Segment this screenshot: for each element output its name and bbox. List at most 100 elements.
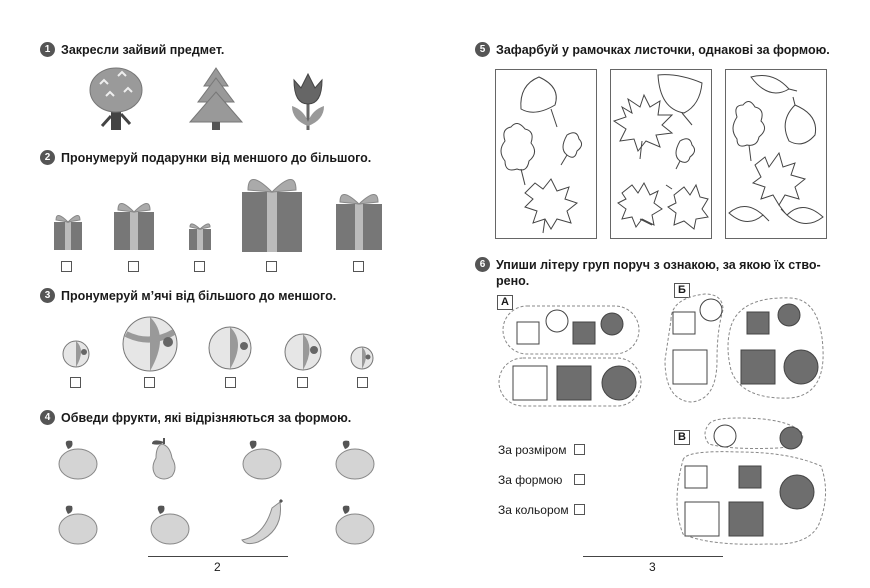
square-shape: [672, 349, 708, 385]
square-shape: [572, 321, 596, 345]
gift-box-icon[interactable]: [112, 198, 156, 250]
option-size-box[interactable]: [574, 444, 585, 455]
group-label-b: Б: [674, 283, 690, 298]
task-text: Зафарбуй у рамочках листочки, однакові з…: [496, 42, 830, 57]
task-3-heading: 3 Пронумеруй м’ячі від більшого до меншо…: [40, 288, 336, 303]
circle-shape: [783, 349, 819, 385]
leaf-icon: [750, 75, 790, 94]
group-outline: [676, 451, 826, 545]
task-number-badge: 3: [40, 288, 55, 303]
task-text-line-1: Упиши літеру груп поруч з ознакою, за як…: [496, 257, 821, 272]
ball-icon[interactable]: [208, 326, 252, 370]
task-number-badge: 6: [475, 257, 490, 272]
lemon-icon[interactable]: [240, 437, 284, 481]
circle-shape: [777, 303, 801, 327]
task-text-line-2: рено.: [496, 274, 530, 288]
option-shape-label: За формою: [498, 473, 563, 487]
tulip-icon[interactable]: [288, 70, 328, 132]
task-text: Закресли зайвий предмет.: [61, 42, 225, 57]
gift-box-icon[interactable]: [187, 220, 213, 250]
ball-icon[interactable]: [122, 316, 178, 372]
leaf-icon: [728, 206, 764, 222]
lemon-icon[interactable]: [148, 502, 192, 546]
square-shape: [556, 365, 592, 401]
square-shape: [672, 311, 696, 335]
maple-leaf-icon: [751, 151, 807, 206]
page-number: 2: [214, 560, 221, 574]
gift-number-box[interactable]: [128, 261, 139, 272]
option-color-label: За кольором: [498, 503, 569, 517]
leaf-frame-drawing: [500, 76, 583, 234]
gift-number-box[interactable]: [61, 261, 72, 272]
group-label-v: В: [674, 430, 690, 445]
oak-leaf-icon: [732, 101, 765, 147]
task-2-heading: 2 Пронумеруй подарунки від меншого до бі…: [40, 150, 371, 165]
task-number-badge: 2: [40, 150, 55, 165]
gift-box-icon[interactable]: [240, 172, 304, 252]
lemon-icon[interactable]: [333, 502, 377, 546]
deciduous-tree-icon[interactable]: [88, 66, 144, 132]
circle-shape: [779, 426, 803, 450]
footer-line: [148, 556, 288, 557]
circle-shape: [713, 424, 737, 448]
leaf-icon: [786, 207, 824, 224]
fir-tree-icon[interactable]: [188, 66, 244, 132]
square-shape: [746, 311, 770, 335]
lemon-icon[interactable]: [333, 437, 377, 481]
gift-box-icon[interactable]: [334, 188, 384, 250]
circle-shape: [545, 309, 569, 333]
oak-leaf-icon: [675, 138, 696, 163]
task-text: Обведи фрукти, які відрізняються за форм…: [61, 410, 352, 425]
option-size-label: За розміром: [498, 443, 567, 457]
maple-leaf-icon: [612, 93, 674, 153]
gift-number-box[interactable]: [353, 261, 364, 272]
ball-number-box[interactable]: [70, 377, 81, 388]
maple-leaf-icon: [524, 178, 579, 230]
group-outline: [727, 297, 824, 399]
square-shape: [740, 349, 776, 385]
square-shape: [684, 465, 708, 489]
square-shape: [512, 365, 548, 401]
task-text: Пронумеруй м’ячі від більшого до меншого…: [61, 288, 337, 303]
group-a-drawing: [498, 305, 642, 407]
ball-icon[interactable]: [350, 346, 374, 370]
ball-number-box[interactable]: [357, 377, 368, 388]
task-1-heading: 1 Закресли зайвий предмет.: [40, 42, 224, 57]
gift-box-icon[interactable]: [52, 210, 84, 250]
group-v-drawing: [676, 417, 826, 545]
group-outline: [664, 293, 724, 403]
left-page: 1 Закресли зайвий предмет. 2 Пронумеруй …: [40, 42, 384, 574]
task-6-heading: 6 Упиши літеру груп поруч з ознакою, за …: [475, 257, 821, 272]
ball-number-box[interactable]: [144, 377, 155, 388]
leaf-icon: [784, 104, 817, 145]
lemon-icon[interactable]: [56, 502, 100, 546]
ball-number-box[interactable]: [225, 377, 236, 388]
right-page: 5 Зафарбуй у рамочках листочки, однакові…: [435, 0, 870, 588]
maple-leaf-icon: [667, 183, 709, 230]
lemon-icon[interactable]: [56, 437, 100, 481]
banana-icon[interactable]: [238, 498, 286, 546]
leaf-icon: [657, 74, 703, 114]
square-shape: [728, 501, 764, 537]
circle-shape: [699, 298, 723, 322]
gift-number-box[interactable]: [266, 261, 277, 272]
leaf-frame-drawing: [728, 75, 824, 224]
square-shape: [738, 465, 762, 489]
pear-icon[interactable]: [148, 436, 184, 482]
circle-shape: [600, 312, 624, 336]
option-color-box[interactable]: [574, 504, 585, 515]
ball-number-box[interactable]: [297, 377, 308, 388]
group-label-a: А: [497, 295, 513, 310]
square-shape: [516, 321, 540, 345]
ball-icon[interactable]: [62, 340, 90, 368]
square-shape: [684, 501, 720, 537]
circle-shape: [601, 365, 637, 401]
task-4-heading: 4 Обведи фрукти, які відрізняються за фо…: [40, 410, 351, 425]
circle-shape: [779, 474, 815, 510]
oak-leaf-icon: [500, 123, 535, 171]
gift-number-box[interactable]: [194, 261, 205, 272]
leaf-frame-drawing: [612, 74, 709, 230]
ball-icon[interactable]: [284, 333, 322, 371]
group-outline: [498, 357, 642, 407]
option-shape-box[interactable]: [574, 474, 585, 485]
